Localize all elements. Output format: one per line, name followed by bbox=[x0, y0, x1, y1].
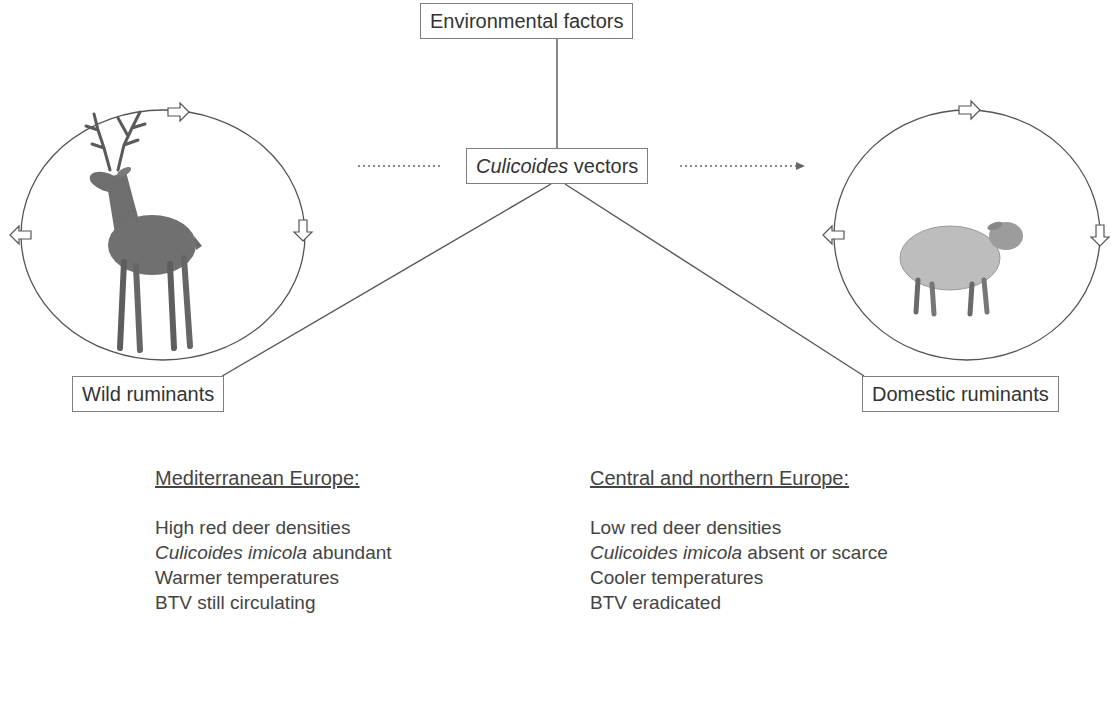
region-note: Cooler temperatures bbox=[590, 567, 763, 590]
region-heading: Mediterranean Europe: bbox=[155, 466, 360, 490]
deer-antler bbox=[86, 114, 110, 170]
deer-leg bbox=[136, 266, 140, 350]
box-text: Wild ruminants bbox=[82, 382, 214, 406]
deer-leg bbox=[170, 264, 174, 348]
deer-ear bbox=[115, 165, 132, 179]
connector-line bbox=[565, 184, 864, 376]
box-text: Environmental factors bbox=[430, 9, 623, 33]
region-note: Culicoides imicola abundant bbox=[155, 542, 392, 565]
process-box: Wild ruminants bbox=[72, 376, 224, 412]
cycle-arrow bbox=[294, 220, 312, 241]
connector-line bbox=[556, 39, 557, 148]
region-note: Low red deer densities bbox=[590, 517, 781, 540]
region-note: BTV eradicated bbox=[590, 592, 721, 615]
sheep-leg bbox=[932, 284, 934, 314]
cycle-arrow bbox=[1091, 225, 1109, 246]
region-heading: Central and northern Europe: bbox=[590, 466, 849, 490]
deer-antler bbox=[118, 112, 145, 170]
cycle-arrow bbox=[168, 103, 189, 121]
text-rest: absent or scarce bbox=[742, 542, 888, 563]
italic-term: Culicoides imicola bbox=[590, 542, 742, 563]
deer-leg bbox=[184, 258, 190, 346]
process-box: Culicoides vectors bbox=[466, 148, 648, 184]
text-rest: abundant bbox=[307, 542, 392, 563]
process-box: Environmental factors bbox=[420, 3, 633, 39]
cycle-arrow bbox=[823, 226, 844, 244]
dotted-link bbox=[680, 165, 805, 167]
cycle-arrow bbox=[959, 101, 980, 119]
sheep-figure bbox=[900, 220, 1023, 314]
cycle-ellipse bbox=[21, 110, 305, 360]
box-text: Culicoides vectors bbox=[476, 154, 638, 178]
sheep-leg bbox=[916, 280, 918, 312]
italic-term: Culicoides imicola bbox=[155, 542, 307, 563]
box-text: Domestic ruminants bbox=[872, 382, 1049, 406]
region-note: High red deer densities bbox=[155, 517, 350, 540]
process-box: Domestic ruminants bbox=[862, 376, 1059, 412]
region-note: Warmer temperatures bbox=[155, 567, 339, 590]
deer-leg bbox=[120, 262, 124, 348]
region-note: BTV still circulating bbox=[155, 592, 316, 615]
cycle-arrow bbox=[10, 226, 31, 244]
italic-term: Culicoides bbox=[476, 155, 568, 177]
sheep-ear bbox=[986, 220, 1003, 232]
region-note: Culicoides imicola absent or scarce bbox=[590, 542, 888, 565]
dotted-link bbox=[355, 165, 440, 167]
cycle-ellipse bbox=[834, 110, 1100, 360]
sheep-leg bbox=[984, 280, 987, 312]
connector-line bbox=[222, 184, 551, 376]
deer-tail bbox=[194, 236, 202, 250]
deer-figure bbox=[86, 112, 202, 350]
text-rest: vectors bbox=[568, 155, 638, 177]
sheep-leg bbox=[970, 284, 972, 314]
